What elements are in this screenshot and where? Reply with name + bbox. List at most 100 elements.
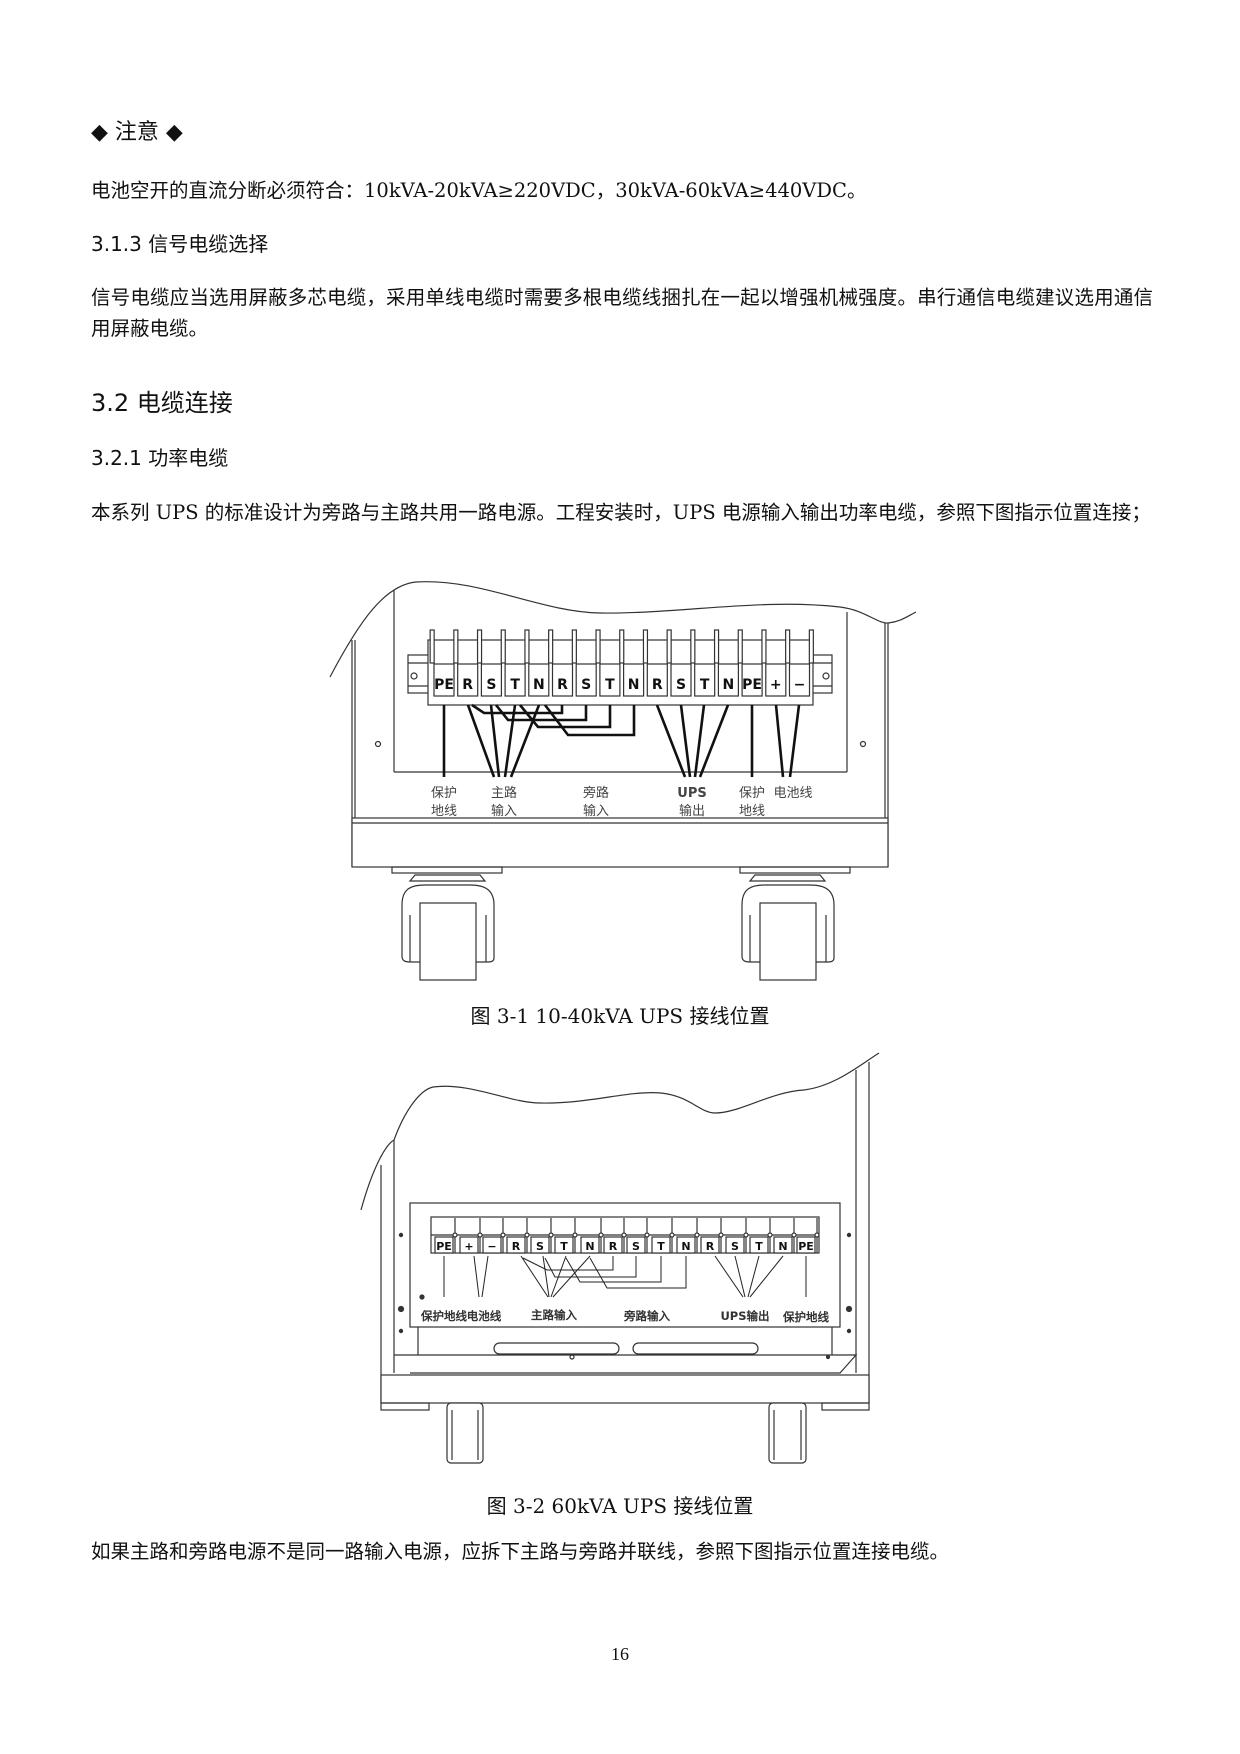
terminal-label: T xyxy=(755,1240,763,1253)
terminal-label: R xyxy=(557,677,568,693)
terminal-label: R xyxy=(609,1240,618,1253)
terminal-label: − xyxy=(794,677,806,693)
terminal-label: S xyxy=(581,677,591,693)
terminal-label: T xyxy=(510,677,520,693)
terminal-fin xyxy=(761,629,767,664)
terminal-label: PE xyxy=(436,1240,452,1253)
terminal-cell xyxy=(651,1236,671,1254)
terminal-cell xyxy=(554,1236,574,1254)
terminal-cell xyxy=(741,663,763,697)
terminal-fin xyxy=(619,629,625,664)
fig2-label-pe-right: 保护地线 xyxy=(782,1310,829,1324)
fig1-label-bypass-input: 旁路 xyxy=(583,785,609,801)
terminal-screw xyxy=(767,1232,773,1238)
terminal-label: N xyxy=(628,677,640,693)
terminal-screw xyxy=(524,1232,530,1238)
terminal-label: T xyxy=(560,1240,568,1253)
terminal-cell xyxy=(599,663,621,697)
terminal-cell xyxy=(434,1236,454,1254)
terminal-label: + xyxy=(464,1240,473,1253)
caster-wheel-left xyxy=(401,874,495,981)
terminal-cell xyxy=(725,1236,745,1254)
terminal-screw xyxy=(548,1232,554,1238)
terminal-fin xyxy=(666,629,672,664)
fig1-label-main-input: 主路 xyxy=(491,785,517,801)
section-3-1-3-paragraph: 信号电缆应当选用屏蔽多芯电缆，采用单线电缆时需要多根电缆线捆扎在一起以增强机械强… xyxy=(91,286,1153,340)
page-number: 16 xyxy=(611,1644,629,1664)
terminal-fin xyxy=(429,629,435,664)
terminal-fin xyxy=(548,629,554,664)
terminal-screw xyxy=(791,1232,797,1238)
terminal-screw xyxy=(814,1232,820,1238)
terminal-cell xyxy=(700,1236,720,1254)
terminal-cell xyxy=(528,663,550,697)
terminal-cell xyxy=(433,663,455,697)
terminal-label: PE xyxy=(742,677,762,693)
terminal-fin xyxy=(524,629,530,664)
terminal-screw xyxy=(694,1232,700,1238)
terminal-label: PE xyxy=(434,677,454,693)
terminal-cell xyxy=(676,1236,696,1254)
terminal-fin xyxy=(785,629,791,664)
fig2-label-battery: 电池线 xyxy=(467,1309,502,1323)
caster-wheel-left-2 xyxy=(446,1402,484,1464)
terminal-fin xyxy=(571,629,577,664)
terminal-cell xyxy=(504,663,526,697)
fig1-label-pe-left-2: 地线 xyxy=(431,804,457,819)
fig2-label-ups-output: UPS输出 xyxy=(720,1309,769,1323)
terminal-fin xyxy=(737,629,743,664)
terminal-label: PE xyxy=(798,1240,814,1253)
section-heading-3-2-1: 3.2.1 功率电缆 xyxy=(91,446,229,470)
caster-wheel-right-2 xyxy=(768,1402,807,1464)
terminal-cell xyxy=(773,1236,793,1254)
terminal-screw xyxy=(621,1232,627,1238)
terminal-cell xyxy=(646,663,668,697)
terminal-screw xyxy=(572,1232,578,1238)
fig2-label-main-input: 主路输入 xyxy=(531,1308,577,1322)
terminal-label: T xyxy=(605,677,615,693)
fig1-label-battery: 电池线 xyxy=(773,786,812,801)
terminal-fin xyxy=(690,629,696,664)
terminal-fin xyxy=(808,629,814,664)
terminal-cell xyxy=(580,1236,600,1254)
terminal-cell xyxy=(622,663,645,697)
terminal-label: T xyxy=(700,677,710,693)
terminal-cell xyxy=(575,663,597,697)
terminal-screw xyxy=(452,1232,458,1238)
terminal-label: N xyxy=(681,1240,690,1253)
terminal-screw xyxy=(500,1232,506,1238)
terminal-screw xyxy=(718,1232,724,1238)
terminal-cell xyxy=(717,663,740,697)
fig1-label-main-input-2: 输入 xyxy=(491,803,517,819)
terminal-label: N xyxy=(585,1240,594,1253)
terminal-screw xyxy=(644,1232,650,1238)
fig1-label-pe-right-2: 地线 xyxy=(739,804,765,819)
terminal-fin xyxy=(642,629,649,664)
terminal-label: R xyxy=(706,1240,715,1253)
terminal-label: T xyxy=(657,1240,665,1253)
section-heading-3-2: 3.2 电缆连接 xyxy=(91,389,233,417)
terminal-cell xyxy=(506,1236,526,1254)
fig2-label-pe-left: 保护地线 xyxy=(420,1309,467,1323)
terminal-cell xyxy=(482,1236,502,1254)
terminal-fin xyxy=(453,629,459,664)
terminal-cell xyxy=(749,1236,769,1254)
cutaway-curve-2 xyxy=(360,1052,880,1211)
fig1-label-ups-output-2: 输出 xyxy=(679,803,705,819)
caster-wheel-right xyxy=(741,874,835,981)
fig1-label-ups-output: UPS xyxy=(677,786,706,801)
terminal-label: N xyxy=(723,677,735,693)
terminal-cell xyxy=(670,663,692,697)
terminal-cell xyxy=(626,1236,646,1254)
terminal-label: − xyxy=(487,1240,496,1253)
terminal-cell xyxy=(530,1236,550,1254)
terminal-label: S xyxy=(632,1240,640,1253)
figure-1-wires xyxy=(442,703,801,778)
terminal-label: R xyxy=(462,677,473,693)
figure-2-caption: 图 3-2 60kVA UPS 接线位置 xyxy=(486,1494,754,1518)
terminal-label: S xyxy=(486,677,496,693)
fig1-label-bypass-input-2: 输入 xyxy=(583,803,609,819)
